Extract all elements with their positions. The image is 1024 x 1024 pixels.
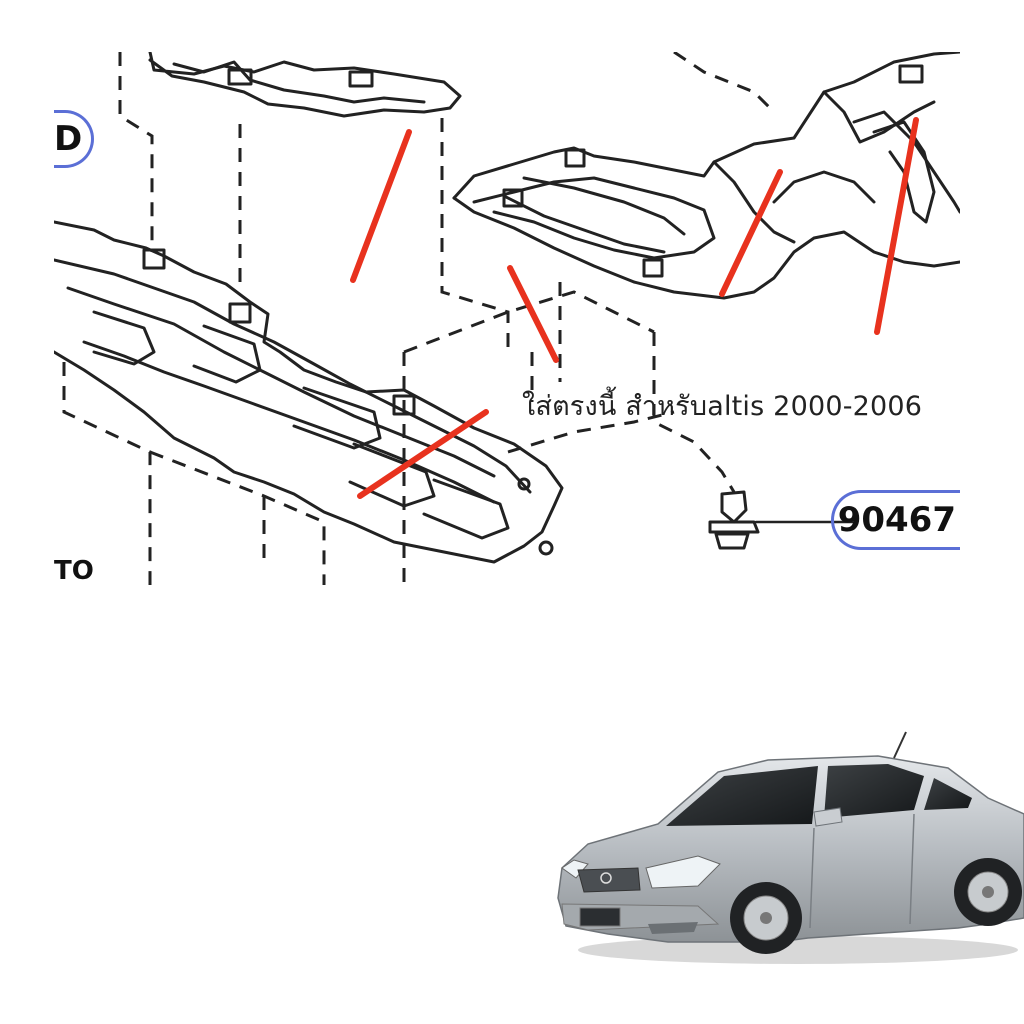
marker-line-3 <box>719 169 783 297</box>
marker-line-4 <box>874 117 919 335</box>
car-photo <box>548 728 1024 968</box>
marker-line-1 <box>350 129 412 283</box>
parts-diagram: ใส่ตรงนี้ สำหรับaltis 2000-2006 D TO 904… <box>54 52 960 585</box>
marker-line-5 <box>357 409 489 499</box>
part-number-callout: 90467 <box>830 490 960 550</box>
marker-line-2 <box>507 265 559 363</box>
installation-note: ใส่ตรงนี้ สำหรับaltis 2000-2006 <box>522 391 923 422</box>
marker-overlay <box>350 117 919 499</box>
left-bottom-label: TO <box>54 556 94 585</box>
left-callout-badge: D <box>54 110 94 168</box>
undercover-drawing <box>54 52 960 585</box>
